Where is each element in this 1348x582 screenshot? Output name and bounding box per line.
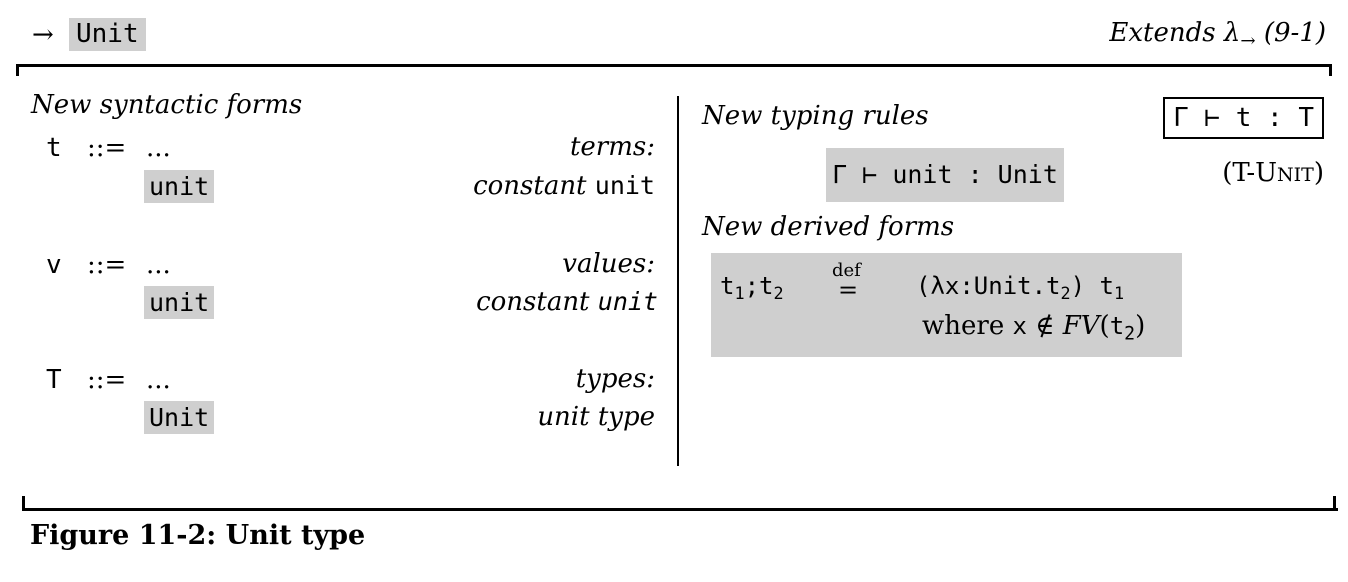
lhs-t2: t — [759, 272, 774, 300]
where-close: ) — [1135, 311, 1146, 341]
rule-name-smallcaps: NIT — [1277, 164, 1314, 186]
where-notin: ∉ — [1035, 311, 1055, 341]
syntax-def-t: ::= — [87, 133, 127, 163]
rhs-sub2: 2 — [1060, 283, 1071, 304]
lhs-sub2: 2 — [773, 283, 784, 304]
derived-rhs: (λx:Unit.t2) t1 — [916, 272, 1124, 303]
where-fv: FV — [1062, 311, 1100, 341]
typing-rule-name: (T-UNIT) — [1222, 158, 1324, 188]
syntax-def-T: ::= — [87, 365, 127, 395]
syntax-keyword-unit-type: Unit — [144, 401, 215, 434]
top-rule-tick-right — [1329, 64, 1332, 76]
lhs-sub1: 1 — [734, 283, 745, 304]
where-arg-sub: 2 — [1124, 323, 1136, 345]
syntax-keyword-unit-value: unit — [144, 286, 215, 319]
bottom-rule — [22, 508, 1338, 511]
header-arrow: → — [32, 20, 54, 50]
rule-name-prefix: (T-U — [1222, 158, 1278, 188]
extends-ref: (9-1) — [1263, 18, 1326, 48]
desc-code: unit — [594, 171, 655, 200]
syntax-ellipsis-v: ... — [146, 250, 171, 280]
syntax-category-terms: terms: — [569, 132, 655, 162]
defeq-equals: = — [838, 276, 859, 304]
derived-form-box — [711, 253, 1182, 357]
syntax-meta-t: t — [46, 133, 62, 163]
extends-sub: → — [1240, 30, 1256, 52]
desc-word: constant — [476, 287, 590, 317]
column-divider — [677, 96, 679, 466]
syntax-desc-term: constant unit — [473, 171, 655, 201]
figure-caption: Figure 11-2: Unit type — [30, 520, 366, 551]
header-unit-label: Unit — [69, 18, 146, 51]
where-word: where — [922, 311, 1005, 341]
syntax-ellipsis-t: ... — [146, 133, 171, 163]
defeq-def: def — [832, 260, 861, 281]
syntax-meta-v: v — [46, 250, 62, 280]
derived-side-condition: where x ∉ FV(t2) — [922, 311, 1145, 344]
typing-rule-t-unit: Γ ⊢ unit : Unit — [826, 148, 1064, 202]
syntax-heading: New syntactic forms — [31, 90, 303, 120]
syntax-category-types: types: — [575, 364, 655, 394]
lhs-t1: t — [720, 272, 735, 300]
rule-name-suffix: ) — [1313, 158, 1324, 188]
syntax-keyword-unit-term: unit — [144, 170, 215, 203]
syntax-def-v: ::= — [87, 250, 127, 280]
bottom-rule-tick-right — [1333, 496, 1336, 511]
syntax-meta-T: T — [46, 365, 62, 395]
rhs-sub1: 1 — [1113, 283, 1125, 304]
syntax-category-values: values: — [562, 249, 655, 279]
where-arg: t — [1109, 312, 1125, 340]
rhs-open: (λx:Unit.t — [916, 272, 1061, 300]
lhs-sep: ; — [744, 272, 760, 300]
derived-heading: New derived forms — [702, 212, 955, 242]
syntax-desc-value: constant unit — [476, 287, 658, 317]
syntax-ellipsis-T: ... — [146, 365, 171, 395]
where-open: ( — [1099, 311, 1110, 341]
header-extends: Extends λ→ (9-1) — [1109, 18, 1326, 51]
typing-heading: New typing rules — [702, 101, 929, 131]
bottom-rule-tick-left — [22, 496, 25, 511]
desc-word: constant — [473, 171, 587, 201]
desc-code: unit — [597, 287, 658, 316]
top-rule-tick-left — [16, 64, 19, 76]
typing-judgement-box: Γ ⊢ t : T — [1163, 97, 1324, 139]
derived-lhs: t1;t2 — [720, 272, 784, 303]
rhs-close: ) t — [1070, 272, 1114, 300]
where-var: x — [1012, 312, 1027, 340]
extends-text: Extends λ — [1109, 18, 1241, 48]
top-rule — [16, 64, 1332, 67]
syntax-desc-type: unit type — [537, 402, 655, 432]
